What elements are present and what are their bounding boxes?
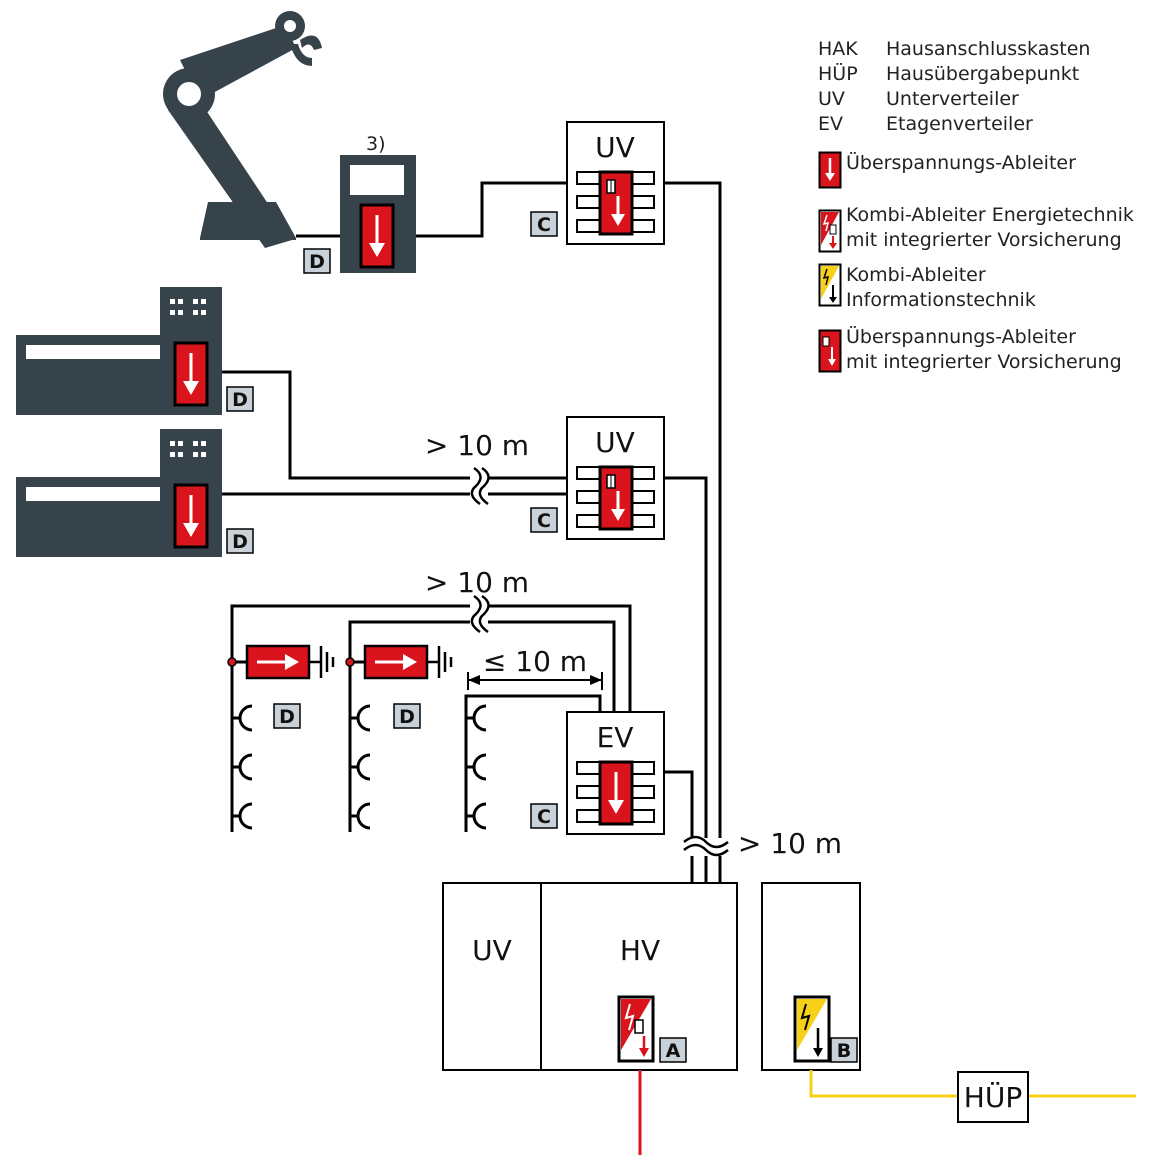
svg-text:C: C [537,214,551,236]
badge-c-mid: C [530,507,558,533]
legend-abbr: HAK [818,38,858,60]
legend-abbr-text: Hausübergabepunkt [886,63,1080,85]
legend-symbol-text: Kombi-Ableiter Energietechnik [846,204,1134,226]
svg-text:C: C [537,806,551,828]
legend-abbr: EV [818,113,844,135]
svg-text:D: D [309,251,325,273]
legend-symbol-text: mit integrierter Vorsicherung [846,351,1122,373]
legend-symbol-text: Überspannungs-Ableiter [846,326,1076,348]
badge-d-machine2: D [226,528,254,554]
distance-main-label: > 10 m [738,827,842,860]
junction-dot [345,657,355,667]
combi-arrester-energy [617,995,655,1063]
svg-text:C: C [537,510,551,532]
hup-label: HÜP [964,1080,1022,1114]
socket-arrester-1 [245,644,311,680]
badge-a: A [659,1037,687,1063]
machine-1 [16,287,222,415]
uv-mid-label: UV [595,426,635,459]
distance-sockets-label: ≤ 10 m [483,645,587,678]
legend-symbol-row: Überspannungs-Ableiter [818,151,1163,189]
socket-group-2 [348,703,372,831]
legend-abbr-row: HÜP Hausübergabepunkt [818,62,1163,87]
uv-mid-box [566,416,665,540]
combi-arrester-energy-icon [818,209,842,253]
badges: A B C C C D D D [226,211,858,1063]
machine-2 [16,429,222,557]
junction-dot [227,657,237,667]
legend-symbol-text: mit integrierter Vorsicherung [846,229,1122,251]
socket-group-3 [464,703,488,831]
robot-icon [163,11,322,248]
badge-b: B [830,1037,858,1063]
badge-c-top: C [530,211,558,237]
ground-icon [307,644,335,680]
svg-text:D: D [279,706,295,728]
legend-abbr-text: Etagenverteiler [886,113,1033,135]
distance-mid-label: > 10 m [425,429,529,462]
break-marks [470,466,729,857]
socket-group-1 [230,703,254,831]
badge-d-robot: D [303,248,331,274]
main-hv-label: HV [620,934,660,967]
svg-text:D: D [232,389,248,411]
legend-abbr-text: Unterverteiler [886,88,1019,110]
uv-top-label: UV [595,131,635,164]
hup-box [957,1071,1029,1123]
svg-text:A: A [666,1040,681,1062]
legend-abbr-text: Hausanschlusskasten [886,38,1091,60]
svg-text:D: D [232,531,248,553]
main-distribution [442,882,738,1071]
legend-abbr-row: EV Etagenverteiler [818,112,1163,137]
main-uv-label: UV [472,934,512,967]
legend-symbol-text: Kombi-Ableiter Informationstechnik [846,264,1036,311]
svg-text:B: B [837,1040,851,1062]
surge-arrester-fused-icon [818,329,842,373]
legend-symbol-text: Überspannungs-Ableiter [846,152,1076,174]
badge-d-socket1: D [273,703,301,729]
info-line [809,1070,958,1098]
legend-abbr-row: UV Unterverteiler [818,87,1163,112]
legend-abbr: UV [818,88,845,110]
badge-d-socket2: D [393,703,421,729]
badge-d-machine1: D [226,386,254,412]
surge-arrester-icon [818,151,842,189]
combi-arrester-info-icon [818,263,842,307]
robot-controller [340,155,416,273]
legend-abbr-row: HAK Hausanschlusskasten [818,37,1163,62]
svg-text:D: D [399,706,415,728]
socket-arrester-2 [363,644,429,680]
legend-abbr: HÜP [818,63,858,85]
legend: HAK Hausanschlusskasten HÜP Hausübergabe… [818,37,1163,375]
ev-box [566,711,665,835]
badge-c-ev: C [530,803,558,829]
dimension-arrow [467,672,603,690]
distance-upper-sockets-label: > 10 m [425,566,529,599]
robot-note: 3) [366,133,386,155]
legend-symbol-row: Kombi-Ableiter Informationstechnik [818,263,1163,313]
legend-symbol-row: Kombi-Ableiter Energietechnik mit integr… [818,203,1163,253]
uv-top-box [566,121,665,245]
ground-icon [425,644,453,680]
legend-symbol-row: Überspannungs-Ableiter mit integrierter … [818,325,1163,375]
ev-label: EV [597,721,634,754]
